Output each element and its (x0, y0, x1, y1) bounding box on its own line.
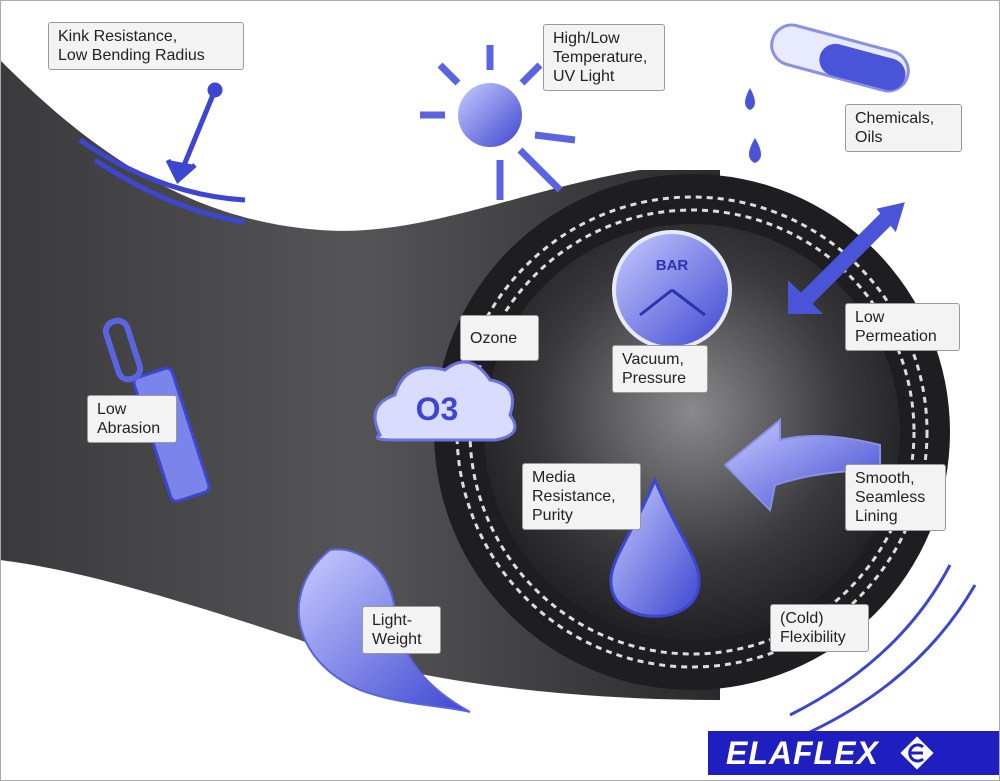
label-flexibility: (Cold) Flexibility (770, 604, 869, 652)
kink-icon (78, 82, 246, 225)
test-tube-icon (745, 23, 910, 163)
gauge-label: BAR (656, 257, 689, 274)
brand-logo: ELAFLEX (708, 731, 1000, 775)
label-permeation: Low Permeation (845, 303, 960, 351)
brand-emblem-icon (897, 733, 937, 773)
water-drop-icon (609, 476, 701, 618)
label-media-resistance: Media Resistance, Purity (522, 463, 641, 530)
permeation-arrow-icon (788, 202, 905, 314)
label-temperature: High/Low Temperature, UV Light (543, 24, 665, 91)
brand-name: ELAFLEX (726, 734, 879, 771)
ozone-cloud-icon: O3 (373, 360, 517, 442)
label-abrasion: Low Abrasion (87, 395, 177, 443)
label-pressure: Vacuum, Pressure (612, 345, 708, 393)
label-chemicals: Chemicals, Oils (845, 104, 962, 152)
flexibility-lines-icon (789, 564, 977, 734)
sun-snowflake-icon (420, 45, 576, 200)
label-kink-resistance: Kink Resistance, Low Bending Radius (48, 22, 244, 70)
label-lining: Smooth, Seamless Lining (845, 464, 946, 531)
label-ozone: Ozone (460, 315, 539, 361)
label-light-weight: Light- Weight (362, 606, 441, 654)
hose-inner-lining (484, 224, 900, 640)
ozone-symbol: O3 (416, 391, 459, 427)
pressure-gauge-icon: BAR (612, 230, 732, 350)
